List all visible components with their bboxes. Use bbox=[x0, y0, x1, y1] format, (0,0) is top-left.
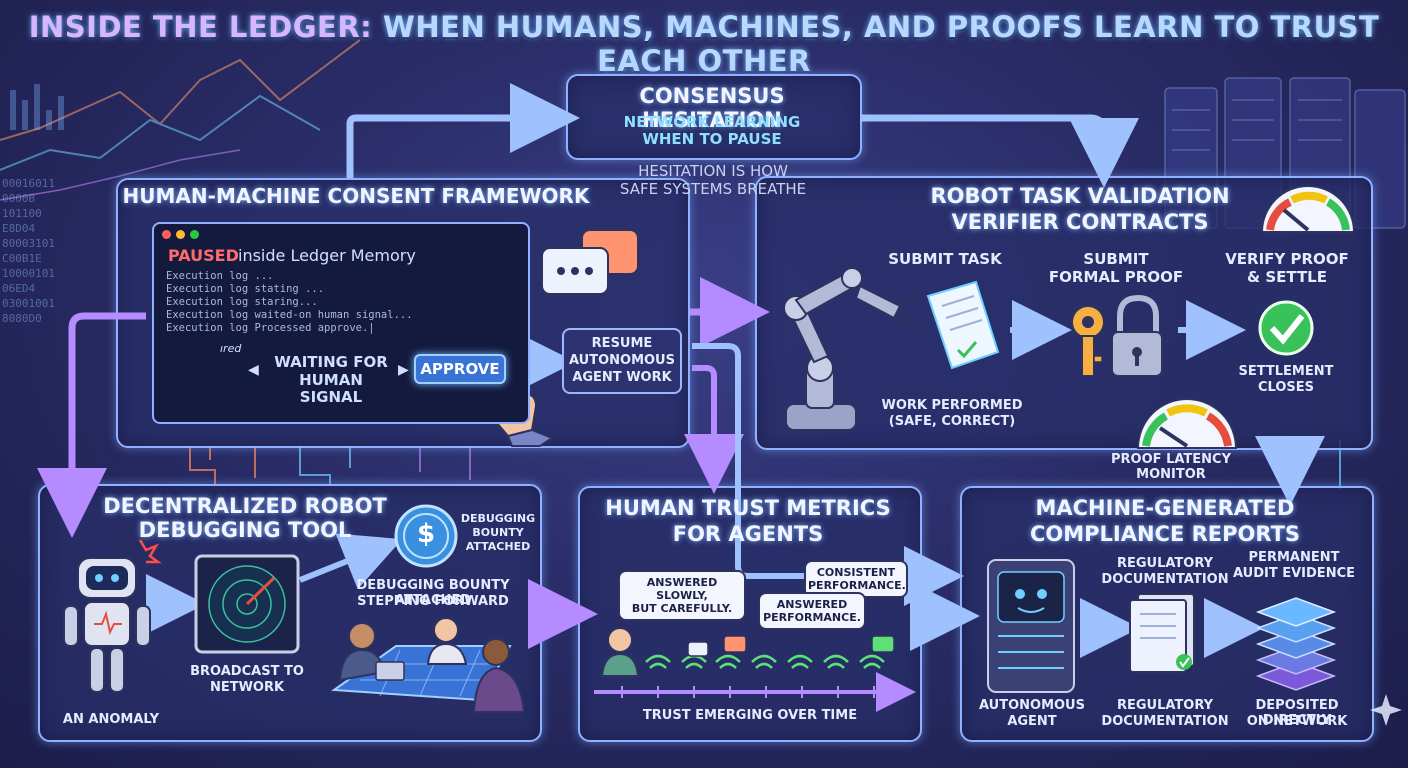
verify-line-1: VERIFY PROOF bbox=[1222, 252, 1352, 267]
code-line: 8080D0 bbox=[2, 311, 55, 326]
code-line: 80003101 bbox=[2, 236, 55, 251]
regulatory-top-line-1: REGULATORY bbox=[1100, 556, 1230, 571]
submit-proof-line-2: FORMAL PROOF bbox=[1046, 270, 1186, 285]
regulatory-top-line-2: DOCUMENTATION bbox=[1100, 572, 1230, 587]
page-title: INSIDE THE LEDGER: WHEN HUMANS, MACHINES… bbox=[0, 10, 1408, 78]
bubble-text: BUT CAREFULLY. bbox=[622, 602, 742, 615]
code-line: 06ED4 bbox=[2, 281, 55, 296]
speech-bubble-answered: ANSWERED PERFORMANCE. bbox=[758, 592, 866, 630]
waiting-arrow-left: ◀ bbox=[248, 362, 259, 378]
speech-bubble-slow: ANSWERED SLOWLY, BUT CAREFULLY. bbox=[618, 570, 746, 621]
paused-status: PAUSED bbox=[168, 246, 239, 265]
bounty-step-line-2: STEPPING FORWARD bbox=[330, 594, 536, 609]
consent-heading: HUMAN-MACHINE CONSENT FRAMEWORK bbox=[116, 184, 596, 208]
log-line: Execution log staring... bbox=[166, 296, 516, 308]
broadcast-line-1: BROADCAST TO bbox=[186, 664, 308, 679]
code-line: 101100 bbox=[2, 206, 55, 221]
bubble-text: ANSWERED SLOWLY, bbox=[622, 576, 742, 602]
waiting-arrow-right: ▶ bbox=[398, 362, 409, 378]
ledger-memory-label: inside Ledger Memory bbox=[238, 246, 416, 265]
code-line: 0000B bbox=[2, 191, 55, 206]
debug-heading-2: DEBUGGING TOOL bbox=[90, 518, 400, 542]
compliance-heading-1: MACHINE-GENERATED bbox=[980, 496, 1350, 520]
verify-line-2: & SETTLE bbox=[1222, 270, 1352, 285]
work-performed-line-2: (SAFE, CORRECT) bbox=[880, 414, 1024, 429]
background-code: 00016011 0000B 101100 E8D04 80003101 C00… bbox=[2, 176, 55, 326]
bubble-text: CONSISTENT bbox=[808, 566, 904, 579]
trust-heading-2: FOR AGENTS bbox=[578, 522, 918, 546]
code-line: C00B1E bbox=[2, 251, 55, 266]
resume-line-3: AGENT WORK bbox=[564, 370, 680, 385]
approve-button[interactable]: APPROVE bbox=[414, 354, 506, 384]
trust-heading-1: HUMAN TRUST METRICS bbox=[578, 496, 918, 520]
settlement-line-2: CLOSES bbox=[1226, 380, 1346, 395]
waiting-line-2: HUMAN SIGNAL bbox=[266, 372, 396, 406]
consensus-line-1: NETWORK LEARNING bbox=[566, 115, 858, 130]
scribble-text: ıred bbox=[220, 342, 241, 355]
bounty-tag-line-3: ATTACHED bbox=[460, 540, 536, 553]
consensus-line-2: WHEN TO PAUSE bbox=[566, 132, 858, 147]
log-line: Execution log stating ... bbox=[166, 283, 516, 295]
compliance-heading-2: COMPLIANCE REPORTS bbox=[980, 522, 1350, 546]
validation-heading-2: VERIFIER CONTRACTS bbox=[880, 210, 1280, 234]
anomaly-label: AN ANOMALY bbox=[50, 712, 172, 727]
validation-heading-1: ROBOT TASK VALIDATION bbox=[880, 184, 1280, 208]
regulatory-bottom-line-1: REGULATORY bbox=[1100, 698, 1230, 713]
debug-heading-1: DECENTRALIZED ROBOT bbox=[90, 494, 400, 518]
consensus-quote-1: HESITATION IS HOW bbox=[578, 164, 848, 179]
dollar-sign-icon: $ bbox=[410, 519, 442, 549]
bounty-tag-line-1: DEBUGGING bbox=[460, 512, 536, 525]
autonomous-agent-line-2: AGENT bbox=[972, 714, 1092, 729]
window-minimize-dot[interactable] bbox=[176, 230, 185, 239]
code-line: 10000101 bbox=[2, 266, 55, 281]
title-lead: INSIDE THE LEDGER: bbox=[29, 10, 373, 44]
resume-agent-box: RESUME AUTONOMOUS AGENT WORK bbox=[562, 328, 682, 394]
log-line: Execution log ... bbox=[166, 270, 516, 282]
permanent-line-1: PERMANENT bbox=[1232, 550, 1356, 565]
code-line: 03001001 bbox=[2, 296, 55, 311]
log-line: Execution log waited-on human signal... bbox=[166, 309, 516, 321]
broadcast-line-2: NETWORK bbox=[186, 680, 308, 695]
bubble-text: ANSWERED bbox=[762, 598, 862, 611]
permanent-line-2: AUDIT EVIDENCE bbox=[1232, 566, 1356, 581]
ledger-terminal-window: PAUSED inside Ledger Memory Execution lo… bbox=[152, 222, 530, 424]
window-close-dot[interactable] bbox=[162, 230, 171, 239]
title-rest: WHEN HUMANS, MACHINES, AND PROOFS LEARN … bbox=[383, 10, 1379, 78]
regulatory-bottom-line-2: DOCUMENTATION bbox=[1100, 714, 1230, 729]
log-line: Execution log Processed approve.| bbox=[166, 322, 516, 334]
bubble-text: PERFORMANCE. bbox=[762, 611, 862, 624]
submit-proof-line-1: SUBMIT bbox=[1046, 252, 1186, 267]
consensus-quote-2: SAFE SYSTEMS BREATHE bbox=[578, 182, 848, 197]
latency-monitor-label: PROOF LATENCY MONITOR bbox=[1076, 452, 1266, 482]
trust-timeline-label: TRUST EMERGING OVER TIME bbox=[600, 708, 900, 723]
code-line: 00016011 bbox=[2, 176, 55, 191]
submit-task-label: SUBMIT TASK bbox=[880, 252, 1010, 267]
resume-line-2: AUTONOMOUS bbox=[564, 353, 680, 368]
resume-line-1: RESUME bbox=[564, 336, 680, 351]
autonomous-agent-line-1: AUTONOMOUS bbox=[972, 698, 1092, 713]
waiting-line-1: WAITING FOR bbox=[266, 354, 396, 371]
code-line: E8D04 bbox=[2, 221, 55, 236]
window-maximize-dot[interactable] bbox=[190, 230, 199, 239]
bubble-text: PERFORMANCE. bbox=[808, 579, 904, 592]
bounty-tag-line-2: BOUNTY bbox=[460, 526, 536, 539]
settlement-line-1: SETTLEMENT bbox=[1226, 364, 1346, 379]
work-performed-line-1: WORK PERFORMED bbox=[880, 398, 1024, 413]
deposited-line-2: ON NETWORK bbox=[1226, 714, 1368, 729]
